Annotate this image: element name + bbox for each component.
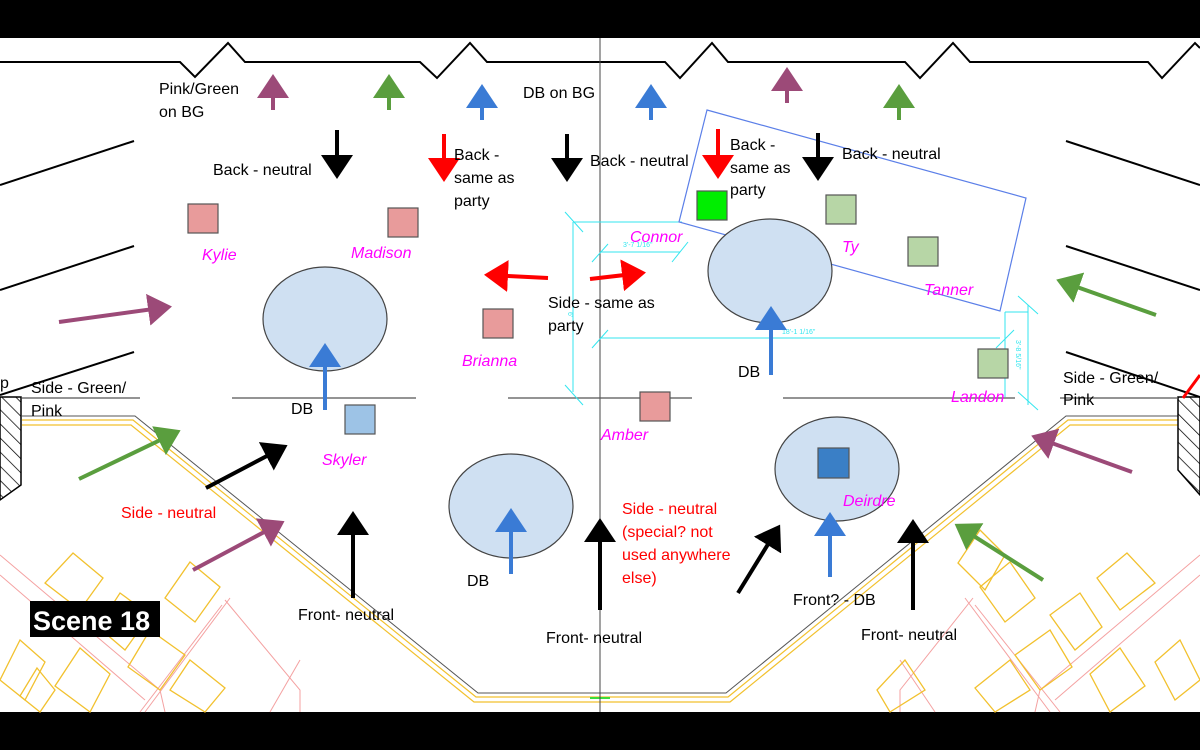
dimension-connor-width: 3'-7 1/16" xyxy=(623,242,653,249)
performer-name-deirdre: Deirdre xyxy=(843,493,896,510)
arrow-black-left-diag xyxy=(205,442,288,490)
scene-badge: Scene 18 xyxy=(30,601,160,637)
label-front-neutral-right: Front- neutral xyxy=(861,627,957,644)
label-side-green-pink-left-line1: Side - Green/ xyxy=(31,380,127,397)
dimension-left-vertical: 6' xyxy=(566,312,573,317)
label-edge-p: p xyxy=(0,375,9,392)
performer-name-brianna: Brianna xyxy=(462,353,517,370)
platform-right-upper xyxy=(707,218,833,324)
arrow-green-left-lower xyxy=(78,426,181,481)
label-front-db: Front? - DB xyxy=(793,592,876,609)
label-db-right: DB xyxy=(738,364,760,381)
wing-lines-left xyxy=(0,140,135,396)
label-back-party-left-line3: party xyxy=(454,193,490,210)
back-wall xyxy=(0,41,1200,80)
marker-tanner xyxy=(907,236,939,267)
arrows-back xyxy=(321,129,834,182)
arrow-black-right-diag xyxy=(736,524,782,595)
label-db-left: DB xyxy=(291,401,313,418)
label-side-neutral-special-line2: (special? not xyxy=(622,524,713,541)
label-back-party-right-line1: Back - xyxy=(730,137,775,154)
arrow-green-right-lower xyxy=(954,523,1045,582)
label-back-neutral-right: Back - neutral xyxy=(842,146,941,163)
arrow-side-party-left xyxy=(484,260,549,292)
top-letterbox xyxy=(0,0,1200,38)
arrows-db xyxy=(309,306,846,577)
label-side-neutral-special-line4: else) xyxy=(622,570,657,587)
arrows-side xyxy=(58,259,1200,595)
arrow-pink-right-lower xyxy=(1031,428,1133,474)
label-db-on-bg: DB on BG xyxy=(523,85,595,102)
performer-name-amber: Amber xyxy=(600,427,649,444)
performer-name-kylie: Kylie xyxy=(202,247,237,264)
arrows-bg xyxy=(257,67,915,120)
scene-title: Scene 18 xyxy=(33,606,150,636)
marker-madison xyxy=(387,207,419,238)
dimension-center-span: 18'-1 1/16" xyxy=(782,329,816,336)
label-side-neutral-special-line3: used anywhere xyxy=(622,547,731,564)
performer-name-madison: Madison xyxy=(351,245,412,262)
arrows-front xyxy=(337,511,929,610)
label-side-green-pink-left-line2: Pink xyxy=(31,403,63,420)
label-front-neutral-left: Front- neutral xyxy=(298,607,394,624)
label-back-neutral-left: Back - neutral xyxy=(213,162,312,179)
label-back-party-right-line3: party xyxy=(730,182,766,199)
wing-lines-right xyxy=(1065,140,1200,398)
bottom-letterbox xyxy=(0,712,1200,750)
arrow-green-right-upper xyxy=(1056,272,1157,317)
label-back-party-left-line2: same as xyxy=(454,170,514,187)
highlight-region xyxy=(678,109,1027,312)
label-side-green-pink-right-line1: Side - Green/ xyxy=(1063,370,1159,387)
arrow-side-party-right xyxy=(589,259,646,292)
label-db-center: DB xyxy=(467,573,489,590)
arrow-red-right-edge xyxy=(1181,374,1200,399)
arrow-pink-left-upper xyxy=(58,293,172,326)
performer-name-landon: Landon xyxy=(951,389,1004,406)
performer-markers xyxy=(187,190,1009,479)
arrow-pink-left-lower xyxy=(192,518,285,572)
performer-name-skyler: Skyler xyxy=(322,452,367,469)
label-pink-green-on-bg-line1: Pink/Green xyxy=(159,81,239,98)
label-side-green-pink-right-line2: Pink xyxy=(1063,392,1095,409)
label-back-neutral-center: Back - neutral xyxy=(590,153,689,170)
label-side-party-line1: Side - same as xyxy=(548,295,655,312)
performer-name-tanner: Tanner xyxy=(924,282,974,299)
marker-brianna xyxy=(482,308,514,339)
dimension-landon-height: 3'-8 5/16" xyxy=(1014,340,1021,370)
marker-deirdre xyxy=(817,447,850,479)
label-back-party-right-line2: same as xyxy=(730,160,790,177)
label-front-neutral-center: Front- neutral xyxy=(546,630,642,647)
label-side-neutral-left: Side - neutral xyxy=(121,505,216,522)
left-wall-hatched xyxy=(0,396,22,501)
marker-ty xyxy=(825,194,857,225)
audience-seating-right xyxy=(876,528,1200,713)
marker-connor xyxy=(696,190,728,221)
dimension-lines xyxy=(564,211,1039,411)
stage-apron xyxy=(22,415,1178,703)
marker-amber xyxy=(639,391,671,422)
performer-name-connor: Connor xyxy=(630,229,683,246)
marker-landon xyxy=(977,348,1009,379)
label-pink-green-on-bg-line2: on BG xyxy=(159,104,204,121)
marker-kylie xyxy=(187,203,219,234)
performer-name-ty: Ty xyxy=(842,239,860,256)
label-side-party-line2: party xyxy=(548,318,584,335)
label-back-party-left-line1: Back - xyxy=(454,147,499,164)
label-side-neutral-special-line1: Side - neutral xyxy=(622,501,717,518)
marker-skyler xyxy=(344,404,376,435)
